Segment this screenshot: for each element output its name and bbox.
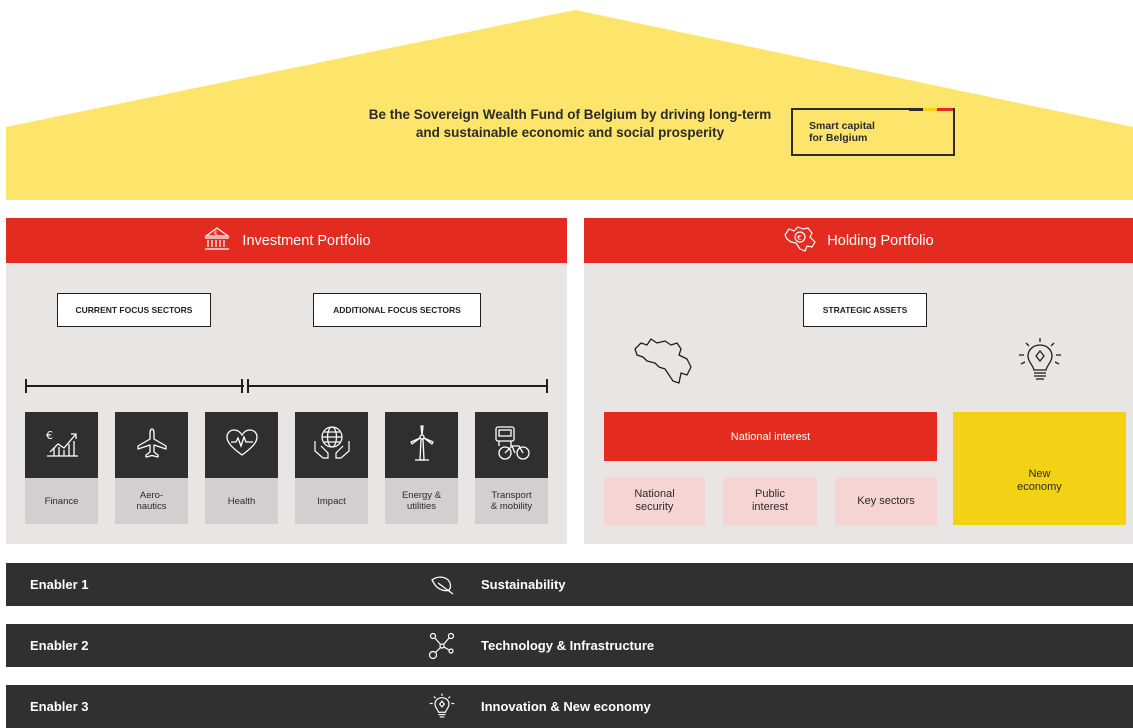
investment-portfolio-title: Investment Portfolio	[242, 232, 371, 249]
investment-portfolio-header: € Investment Portfolio	[6, 218, 567, 263]
airplane-icon	[135, 426, 169, 465]
svg-text:€: €	[797, 234, 801, 242]
sector-label: Finance	[25, 478, 98, 524]
sector-transport: Transport & mobility	[475, 412, 548, 524]
bike-icon	[493, 425, 531, 466]
enabler-title: Sustainability	[481, 577, 566, 592]
sector-finance: € Finance	[25, 412, 98, 524]
sector-energy: Energy & utilities	[385, 412, 458, 524]
belgium-map-icon	[633, 335, 697, 392]
enabler-label: Enabler 3	[30, 699, 89, 714]
flag-stripe-yellow	[923, 108, 937, 111]
new-economy-box: New economy	[953, 412, 1126, 525]
sector-range-bars	[25, 379, 548, 393]
svg-text:€: €	[214, 230, 218, 237]
sector-label: Impact	[295, 478, 368, 524]
key-sectors-box: Key sectors	[835, 477, 937, 525]
enabler-title: Innovation & New economy	[481, 699, 651, 714]
heart-icon	[225, 428, 259, 463]
sector-aeronautics: Aero- nautics	[115, 412, 188, 524]
tagline-text: Smart capital for Belgium	[809, 120, 875, 144]
holding-portfolio-header: € Holding Portfolio	[584, 218, 1133, 263]
public-interest-box: Public interest	[723, 477, 817, 525]
mission-statement: Be the Sovereign Wealth Fund of Belgium …	[368, 107, 772, 140]
new-economy-label: New economy	[1017, 468, 1062, 493]
network-icon	[422, 624, 462, 667]
additional-focus-sectors-label: ADDITIONAL FOCUS SECTORS	[313, 293, 481, 327]
wind-turbine-icon	[407, 424, 437, 467]
roof-shape	[6, 10, 1133, 200]
globe-hands-icon	[312, 425, 352, 466]
strategic-assets-label: STRATEGIC ASSETS	[803, 293, 927, 327]
enabler-row-1: Enabler 1 Sustainability	[6, 563, 1133, 606]
flag-stripe-red	[937, 108, 953, 111]
finance-icon: €	[44, 428, 80, 463]
tagline-box: Smart capital for Belgium	[791, 108, 955, 156]
enabler-row-2: Enabler 2 Technology & Infrastructure	[6, 624, 1133, 667]
sector-label: Aero- nautics	[115, 478, 188, 524]
sector-label: Energy & utilities	[385, 478, 458, 524]
investment-portfolio-panel	[6, 218, 567, 544]
enabler-row-3: Enabler 3 Innovation & New economy	[6, 685, 1133, 728]
enabler-label: Enabler 1	[30, 577, 89, 592]
belgium-euro-icon: €	[783, 225, 827, 257]
national-security-box: National security	[604, 477, 705, 525]
national-interest-box: National interest	[604, 412, 937, 461]
sector-impact: Impact	[295, 412, 368, 524]
enabler-title: Technology & Infrastructure	[481, 638, 655, 653]
lightbulb-icon	[1017, 337, 1063, 390]
sector-label: Health	[205, 478, 278, 524]
flag-stripe-black	[909, 108, 923, 111]
holding-portfolio-title: Holding Portfolio	[827, 232, 934, 249]
leaf-icon	[422, 563, 462, 606]
enabler-label: Enabler 2	[30, 638, 89, 653]
current-focus-sectors-label: CURRENT FOCUS SECTORS	[57, 293, 211, 327]
lightbulb-icon	[422, 685, 462, 728]
svg-text:€: €	[46, 429, 53, 442]
sector-health: Health	[205, 412, 278, 524]
sector-label: Transport & mobility	[475, 478, 548, 524]
bank-icon: €	[202, 226, 242, 256]
